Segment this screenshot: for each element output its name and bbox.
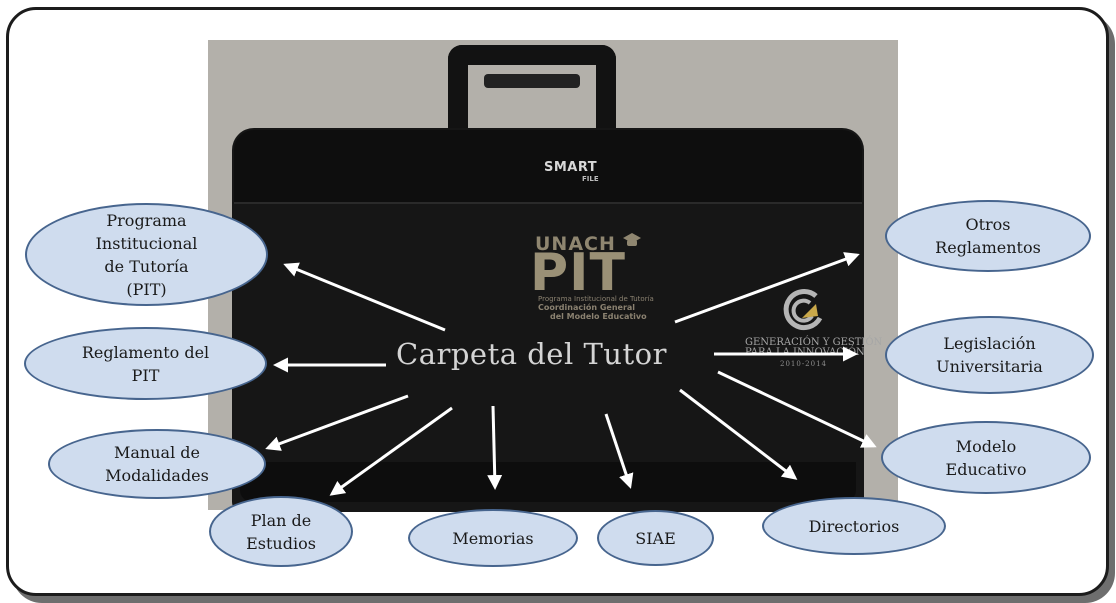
gg-logo-caption-3: 2010-2014 (780, 360, 827, 368)
arrow-to-manual (265, 394, 409, 451)
arrow-to-plan (329, 406, 453, 496)
pit-logo-caption-3: del Modelo Educativo (550, 312, 647, 321)
node-reglamento-pit: Reglamento del PIT (24, 327, 267, 400)
node-label: Otros Reglamentos (935, 215, 1041, 257)
node-legislacion: Legislación Universitaria (885, 316, 1094, 394)
briefcase-flap (234, 130, 862, 204)
node-label: Memorias (452, 528, 534, 548)
node-otros-reglamentos: Otros Reglamentos (885, 200, 1091, 272)
node-label: Programa Institucional de Tutoría (PIT) (95, 210, 198, 299)
node-programa-institucional: Programa Institucional de Tutoría (PIT) (25, 203, 268, 306)
briefcase-handle (448, 45, 616, 143)
gg-logo-caption-1: GENERACIÓN Y GESTIÓN (745, 337, 883, 348)
node-memorias: Memorias (408, 509, 578, 567)
graduation-cap-icon (623, 233, 641, 246)
unach-logo-text: UNACH (535, 233, 616, 255)
arrow-to-directorios (679, 388, 798, 480)
pit-logo-text: PIT (530, 243, 626, 303)
arrow-to-pit (283, 262, 446, 332)
center-title: Carpeta del Tutor (396, 337, 667, 371)
node-label: Reglamento del PIT (81, 342, 210, 385)
node-label: Legislación Universitaria (936, 334, 1043, 376)
node-label: Manual de Modalidades (105, 443, 209, 485)
smart-file-logo: SMART (544, 160, 598, 175)
arrow-to-modelo (717, 370, 877, 448)
node-modelo-educativo: Modelo Educativo (881, 421, 1091, 494)
node-label: Plan de Estudios (246, 510, 316, 553)
node-label: Directorios (808, 516, 900, 536)
arrow-to-otros (674, 252, 860, 324)
gg-logo-icon (783, 289, 823, 330)
node-siae: SIAE (597, 510, 714, 566)
arrow-to-siae (604, 413, 634, 489)
smart-file-sub: FILE (582, 175, 599, 183)
arrow-to-memorias (487, 405, 503, 490)
node-manual-modalidades: Manual de Modalidades (48, 429, 266, 499)
pit-logo-caption-1: Programa Institucional de Tutoría (538, 295, 654, 303)
node-label: SIAE (635, 528, 676, 548)
pit-logo-caption-2: Coordinación General (538, 303, 636, 312)
node-directorios: Directorios (762, 497, 946, 555)
briefcase-handle-grip (484, 74, 580, 88)
node-plan-estudios: Plan de Estudios (209, 496, 353, 567)
node-label: Modelo Educativo (945, 436, 1027, 479)
